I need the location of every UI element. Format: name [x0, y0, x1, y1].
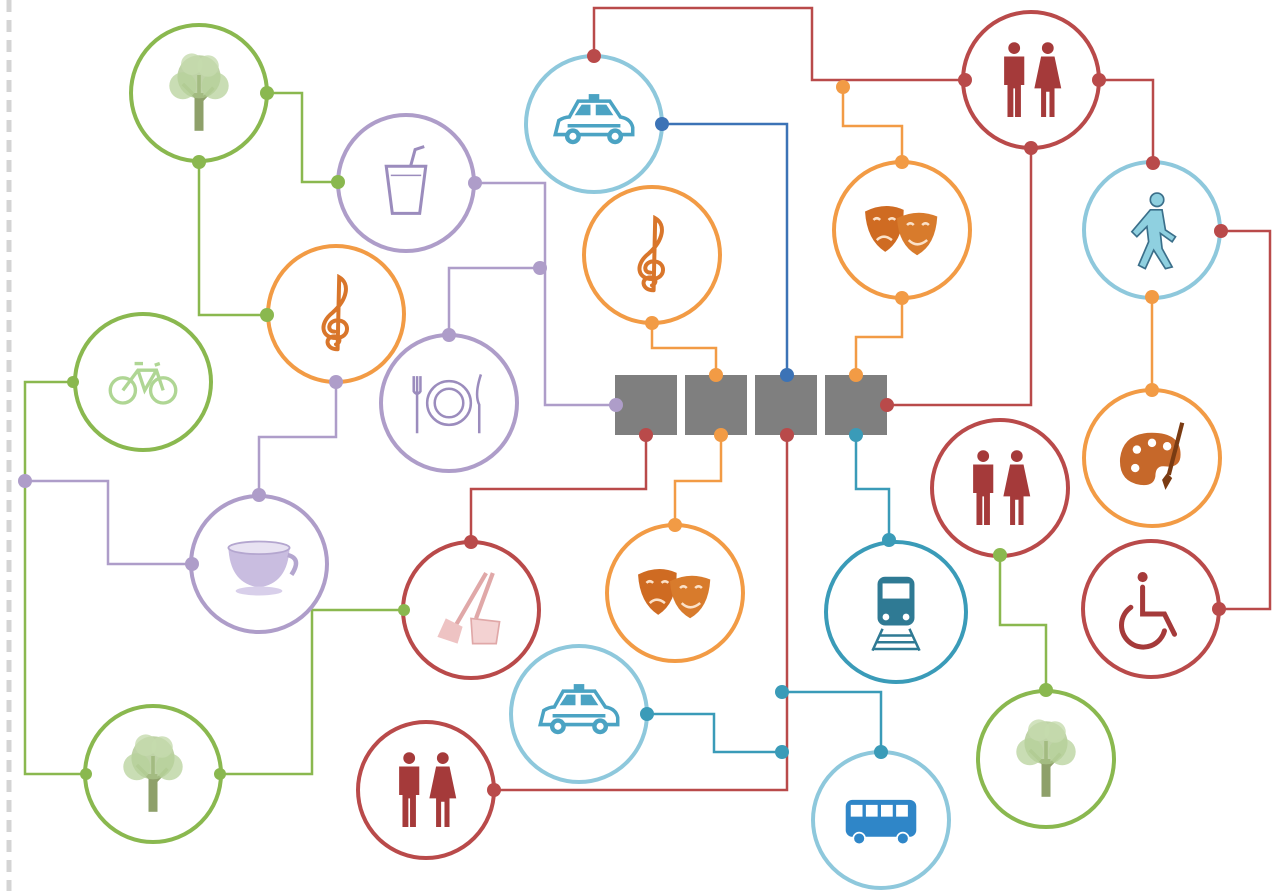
connector-lines [23, 6, 1272, 792]
hub-block-3 [755, 375, 817, 435]
node-theater-top [832, 160, 972, 300]
node-restroom-middle [930, 418, 1070, 558]
link-line-bus [782, 690, 883, 752]
link-restroom-hub [887, 148, 1033, 407]
link-taxi-restroom [592, 6, 965, 82]
nodes [73, 10, 1222, 890]
link-taxi-hub [662, 122, 789, 375]
node-cleaning [401, 540, 541, 680]
link-hub-theater [673, 435, 723, 525]
node-restroom-top [961, 10, 1101, 150]
link-taxi-line [647, 712, 782, 754]
node-music-center [582, 185, 722, 325]
link-walker-wheelchair [1219, 229, 1272, 611]
link-tree-drink [267, 91, 338, 184]
link-top-theater [841, 87, 904, 162]
node-teacup [189, 494, 329, 634]
link-hub-cleaning [469, 435, 648, 542]
link-hub-train [854, 435, 891, 540]
node-tree-top-left [129, 23, 269, 163]
node-tree-right [976, 689, 1116, 829]
node-bicycle [73, 312, 213, 452]
hub-block-4 [825, 375, 887, 435]
connection-dots [18, 49, 1228, 797]
node-music-left [266, 244, 406, 384]
link-drink-hub [475, 181, 616, 407]
link-bike-tree [23, 380, 86, 776]
node-bus [811, 750, 951, 890]
hub-block-2 [685, 375, 747, 435]
node-train [824, 540, 968, 684]
node-drink-cup [336, 113, 476, 253]
link-hub-restroom [494, 435, 789, 792]
link-tree-cleaning [220, 608, 404, 776]
node-tree-bottom-left [83, 704, 223, 844]
hub-block-1 [615, 375, 677, 435]
node-pedestrian [1082, 160, 1222, 300]
link-tree-music [197, 162, 267, 317]
node-art-palette [1082, 388, 1222, 528]
link-dining-hub [447, 266, 540, 335]
node-taxi-bottom [509, 644, 649, 784]
link-theater-hub [854, 298, 904, 375]
link-teacup-edge [25, 479, 192, 566]
central-hub [615, 375, 887, 435]
link-music-teacup [257, 382, 338, 495]
node-theater-center [605, 523, 745, 663]
node-wheelchair [1081, 539, 1221, 679]
link-restroom-tree [998, 555, 1048, 690]
node-restroom-bottom [356, 720, 496, 860]
link-restroom-walker [1099, 78, 1155, 163]
link-music-hub [650, 323, 718, 375]
node-dining [379, 333, 519, 473]
node-taxi-top [524, 54, 664, 194]
